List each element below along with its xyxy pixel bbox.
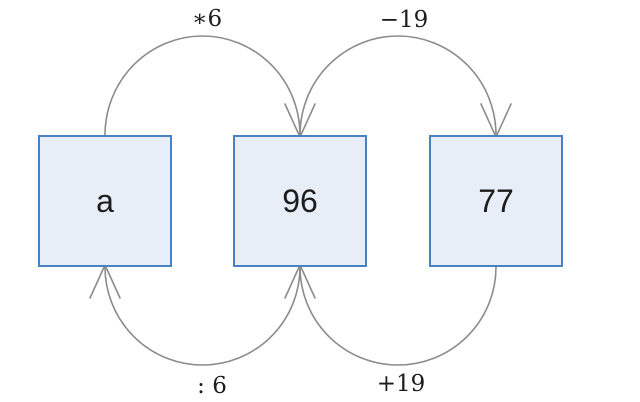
- edge-label-minus: −19: [380, 7, 429, 33]
- arc-divide-96-to-a: [104, 266, 301, 366]
- node-77: 77: [429, 135, 563, 267]
- node-77-label: 77: [478, 183, 514, 219]
- arrowhead-into-96-top: [284, 103, 316, 138]
- arc-plus-77-to-96: [299, 266, 497, 366]
- node-77-box: [429, 135, 563, 267]
- node-a-label: a: [96, 183, 114, 219]
- edges: [89, 35, 512, 366]
- node-96-label: 96: [282, 183, 318, 219]
- arrowhead-into-96-bottom: [284, 264, 316, 299]
- edge-label-divide: : 6: [197, 373, 227, 399]
- arc-multiply-a-to-96: [104, 35, 301, 136]
- edge-label-plus: +19: [377, 371, 426, 397]
- arrowhead-into-a-bottom: [89, 264, 121, 299]
- node-96: 96: [233, 135, 367, 267]
- node-96-box: [233, 135, 367, 267]
- arc-minus-96-to-77: [299, 35, 497, 136]
- node-a-box: [38, 135, 172, 267]
- edge-label-multiply: ∗6: [192, 6, 222, 32]
- node-a: a: [38, 135, 172, 267]
- arrowhead-into-77-top: [480, 103, 512, 138]
